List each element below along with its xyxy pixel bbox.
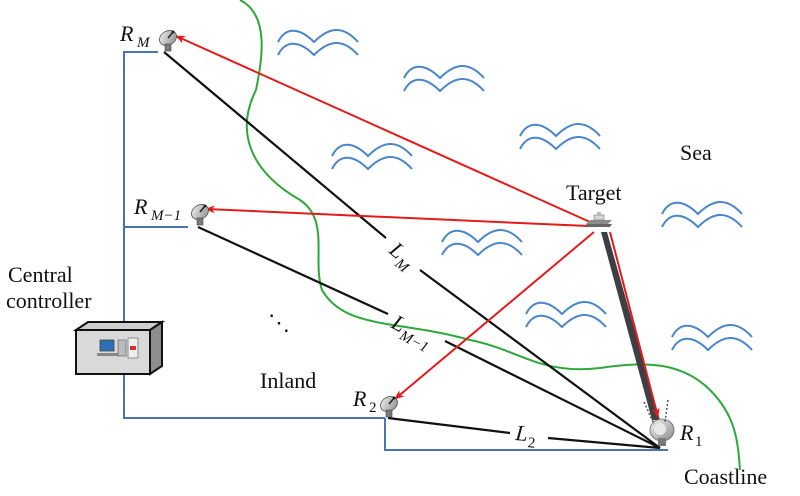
controller-label-line1: Central — [8, 262, 73, 287]
target: Target — [566, 180, 621, 227]
link-r1 — [384, 418, 668, 451]
baseline-lm-a — [163, 51, 387, 239]
receiver-r1: R 1 — [643, 399, 703, 450]
target-label: Target — [566, 180, 621, 205]
coastline-label: Coastline — [684, 464, 767, 489]
receiver-rm: R M — [119, 21, 181, 52]
baseline-l2-b — [547, 436, 661, 450]
direct-beam — [601, 232, 660, 420]
wave-icon — [661, 200, 743, 228]
receiver-label-sub: M−1 — [150, 208, 181, 224]
wave-icon — [519, 122, 601, 150]
receiver-label-sub: 2 — [369, 400, 377, 416]
controller-links — [123, 51, 668, 451]
link-r2 — [123, 366, 385, 419]
ellipsis-label: ⋱ — [268, 310, 290, 335]
receiver-label-main: R — [119, 21, 134, 46]
central-controller: Central controller — [6, 262, 166, 376]
controller-label-line2: controller — [6, 288, 92, 313]
echo-to-rm1 — [205, 205, 589, 227]
receiver-rm1: R M−1 — [133, 194, 213, 226]
receiver-label-sub: 1 — [695, 434, 703, 450]
receiver-label-sub: M — [136, 35, 151, 51]
receiver-label-main: R — [352, 386, 367, 411]
sea-waves — [277, 28, 753, 351]
baseline-label-sub: 2 — [527, 435, 536, 452]
wave-icon — [525, 300, 607, 328]
wave-icon — [331, 142, 413, 170]
baselines — [163, 51, 661, 450]
baseline-label-sub: M−1 — [396, 327, 431, 356]
baseline-label-main: L — [514, 420, 529, 446]
receiver-label-main: R — [133, 194, 148, 219]
baseline-lm1-b — [444, 340, 661, 449]
echo-to-rm — [175, 35, 591, 223]
satellite-dish-icon — [155, 26, 181, 52]
receiver-r2: R 2 — [352, 386, 402, 418]
wave-icon — [671, 323, 753, 351]
sea-label: Sea — [680, 140, 712, 165]
link-rm — [123, 51, 158, 330]
inland-label: Inland — [260, 368, 316, 393]
echo-signals — [175, 35, 660, 418]
satellite-dish-icon — [643, 399, 675, 446]
wave-icon — [277, 28, 359, 56]
wave-icon — [403, 64, 485, 92]
satellite-dish-icon — [187, 200, 213, 226]
echo-to-r2 — [394, 231, 595, 400]
baseline-lm-b — [419, 269, 661, 449]
computer-cabinet-icon — [72, 320, 166, 376]
coastline-curve — [239, 0, 741, 471]
wave-icon — [441, 228, 523, 256]
ship-icon — [586, 212, 612, 227]
receiver-label-main: R — [679, 420, 694, 445]
baseline-lm1-a — [197, 225, 389, 316]
echo-to-r1 — [609, 231, 660, 418]
baseline-l2-a — [387, 416, 511, 435]
